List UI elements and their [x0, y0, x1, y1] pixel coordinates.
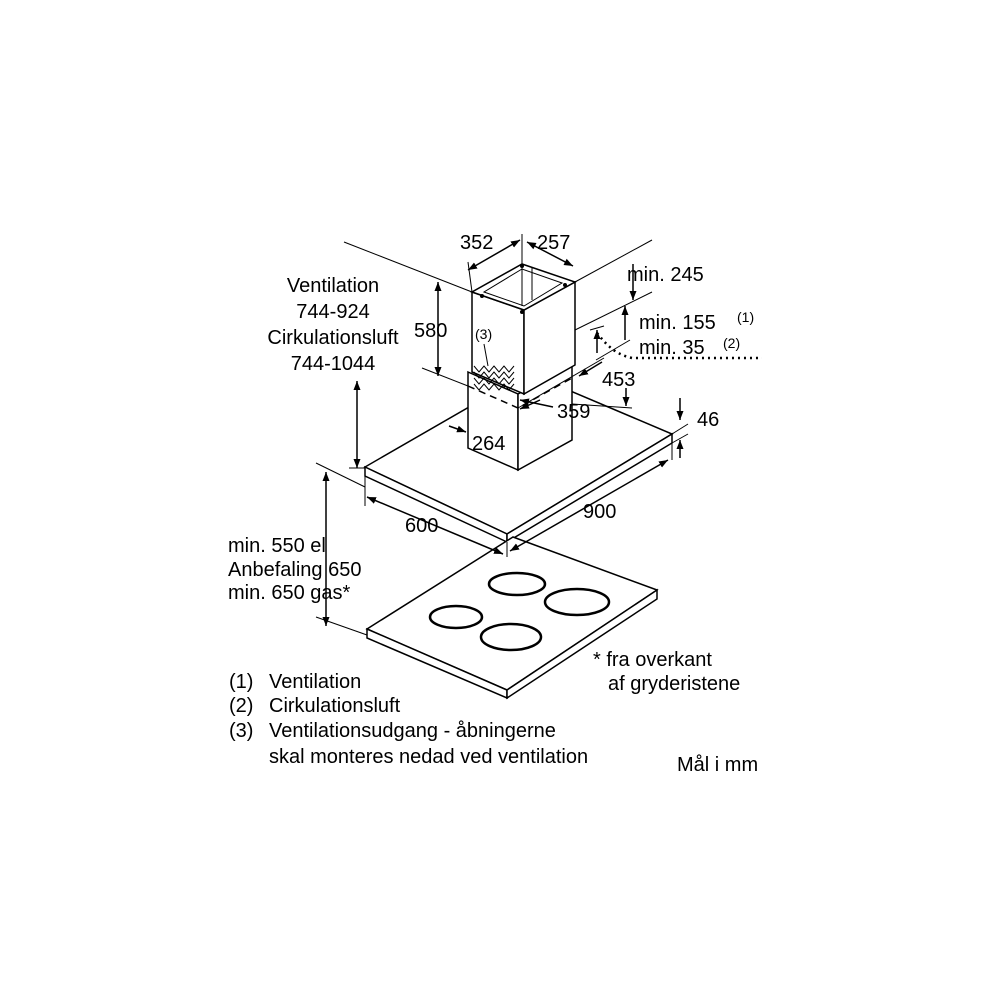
clearance-line-2: Anbefaling 650	[228, 559, 361, 581]
dim-352: 352	[460, 232, 493, 254]
legend-text-3-cont: skal monteres nedad ved ventilation	[269, 746, 588, 768]
chimney-upper	[470, 263, 577, 396]
dim-359: 359	[557, 401, 590, 423]
footnote-line-1: * fra overkant	[593, 649, 712, 671]
dimension-lines	[315, 234, 762, 636]
legend-num-3: (3)	[229, 720, 253, 742]
height-range-labels: Ventilation 744-924 Cirkulationsluft 744…	[267, 275, 399, 375]
dim-min-35: min. 35	[639, 337, 705, 359]
circulation-label: Cirkulationsluft	[267, 327, 399, 349]
units-label: Mål i mm	[677, 754, 758, 776]
dim-min-155-ref: (1)	[737, 309, 754, 325]
burner-back-left	[487, 571, 547, 597]
clearance-labels: min. 550 el Anbefaling 650 min. 650 gas*	[228, 535, 361, 604]
burner-front-right	[479, 622, 543, 652]
vent-marker-3: (3)	[475, 326, 492, 342]
cooktop	[365, 536, 659, 700]
clearance-line-3: min. 650 gas*	[228, 582, 351, 604]
footnote-line-2: af gryderistene	[608, 673, 740, 695]
vent-outlet-grille	[473, 343, 515, 391]
circulation-range: 744-1044	[291, 353, 376, 375]
dim-453: 453	[602, 369, 635, 391]
legend-text-2: Cirkulationsluft	[269, 695, 401, 717]
ventilation-range: 744-924	[296, 301, 369, 323]
legend-text-1: Ventilation	[269, 671, 361, 693]
burner-front-left	[428, 604, 484, 630]
ventilation-label: Ventilation	[287, 275, 379, 297]
dim-min-35-ref: (2)	[723, 335, 740, 351]
clearance-line-1: min. 550 el	[228, 535, 326, 557]
dim-min-245: min. 245	[627, 264, 704, 286]
legend-num-1: (1)	[229, 671, 253, 693]
dimension-labels: 352 257 580 min. 245 min. 155 (1) min. 3…	[405, 232, 754, 537]
dim-900: 900	[583, 501, 616, 523]
legend-num-2: (2)	[229, 695, 253, 717]
dim-600: 600	[405, 515, 438, 537]
dim-264: 264	[472, 433, 505, 455]
dim-580: 580	[414, 320, 447, 342]
burner-back-right	[543, 587, 611, 617]
footnote: * fra overkant af gryderistene	[593, 649, 740, 695]
legend-text-3: Ventilationsudgang - åbningerne	[269, 720, 556, 742]
dim-46: 46	[697, 409, 719, 431]
dim-257: 257	[537, 232, 570, 254]
dim-min-155: min. 155	[639, 312, 716, 334]
legend: (1) Ventilation (2) Cirkulationsluft (3)…	[229, 671, 588, 768]
